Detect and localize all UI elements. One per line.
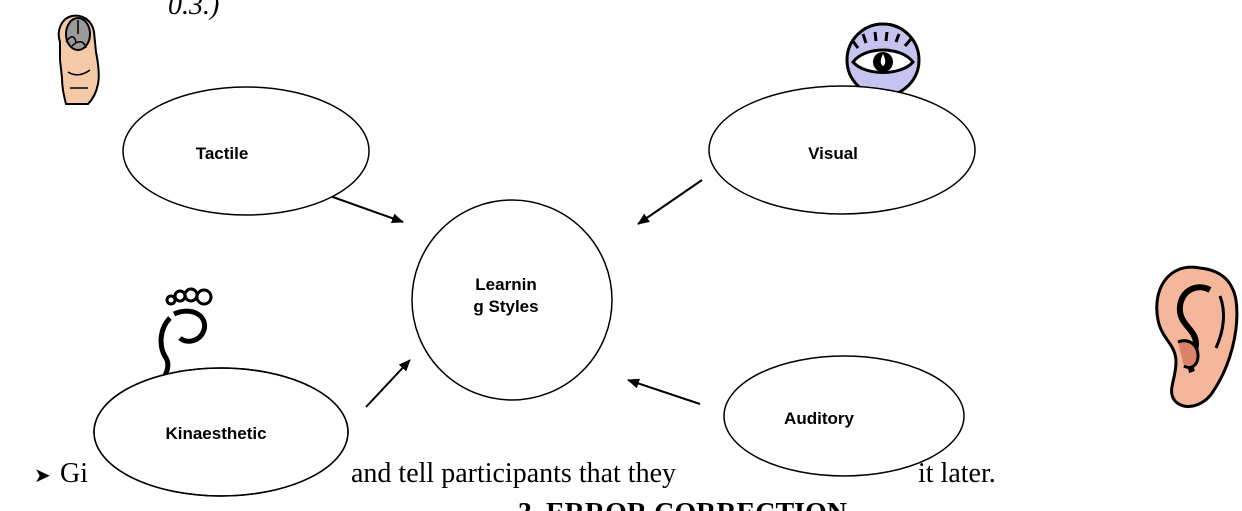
center-label-line1: Learnin	[475, 275, 536, 294]
kinaesthetic-outline	[93, 367, 349, 497]
node-visual: Visual	[708, 85, 976, 215]
node-tactile: Tactile	[122, 86, 370, 216]
node-kinaesthetic: Kinaesthetic	[93, 367, 349, 497]
section-heading-fragment: 3. ERROR CORRECTION	[518, 498, 847, 511]
bullet-line: ➤ Gi and tell participants that they it …	[34, 458, 996, 489]
header-fragment: 0.3.)	[168, 0, 219, 21]
arrow-auditory-to-center	[627, 378, 701, 405]
bullet-text-right: it later.	[918, 458, 996, 489]
node-label-kinaesthetic: Kinaesthetic	[165, 424, 266, 443]
arrow-tactile-to-center	[329, 195, 404, 224]
ear-icon	[1155, 265, 1239, 408]
node-label-auditory: Auditory	[784, 409, 854, 428]
bullet-marker: ➤	[34, 465, 51, 487]
eye-icon	[845, 22, 921, 98]
arrow-visual-to-center	[637, 179, 703, 225]
hand-mouse-icon	[57, 14, 100, 105]
node-label-tactile: Tactile	[196, 144, 249, 163]
bullet-text-middle: and tell participants that they	[351, 458, 676, 489]
node-label-visual: Visual	[808, 144, 858, 163]
node-auditory: Auditory	[723, 355, 965, 477]
center-node: Learnin g Styles	[411, 199, 613, 401]
center-label-line2: g Styles	[473, 297, 538, 316]
bullet-text-left: Gi	[60, 458, 88, 489]
arrow-kinaesthetic-to-center	[365, 359, 411, 408]
